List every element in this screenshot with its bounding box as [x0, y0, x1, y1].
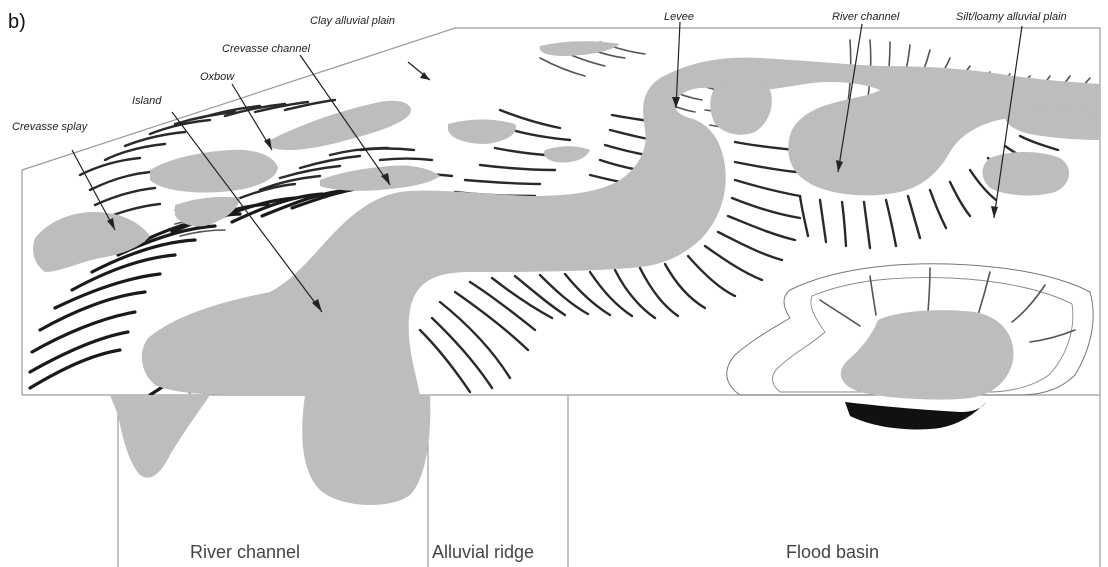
section-river-channel: River channel: [190, 542, 300, 562]
label-oxbow: Oxbow: [200, 71, 235, 83]
water-bodies: [33, 41, 1100, 505]
section-flood-basin: Flood basin: [786, 542, 879, 562]
section-alluvial-ridge: Alluvial ridge: [432, 542, 534, 562]
label-river-channel-top: River channel: [832, 11, 900, 23]
label-levee: Levee: [664, 11, 694, 23]
crevasse-channel: [320, 165, 440, 190]
label-crevasse-splay: Crevasse splay: [12, 121, 89, 133]
flood-basin-lake: [727, 264, 1093, 430]
oxbow-lake: [150, 150, 278, 193]
label-silt-loamy-plain: Silt/loamy alluvial plain: [956, 11, 1067, 23]
panel-label: b): [8, 11, 26, 33]
label-island: Island: [132, 95, 162, 107]
label-clay-alluvial-plain: Clay alluvial plain: [310, 15, 395, 27]
label-crevasse-channel: Crevasse channel: [222, 43, 311, 55]
